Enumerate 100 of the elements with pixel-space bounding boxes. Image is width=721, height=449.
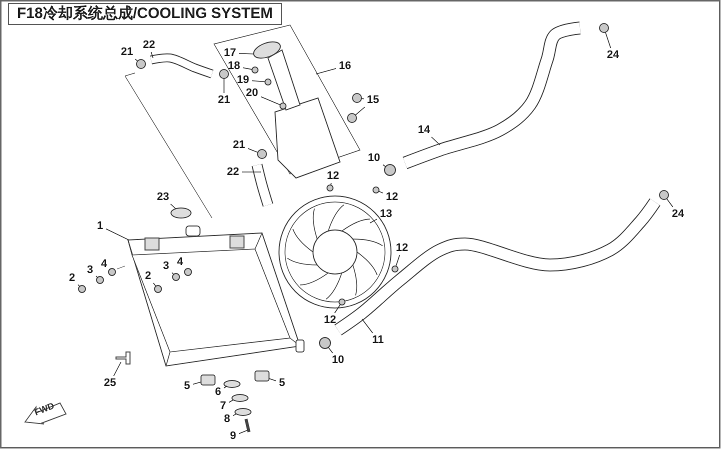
bolt: [326, 184, 334, 192]
hose-clamp: [136, 59, 146, 69]
callout-number: 19: [235, 74, 251, 86]
callout-number: 24: [670, 208, 686, 220]
callout-number: 3: [161, 260, 171, 272]
leader-line: [224, 386, 228, 388]
direction-label: FWD: [32, 400, 56, 418]
leader-line: [328, 346, 334, 354]
hose-clamp: [659, 190, 669, 200]
bolt: [338, 298, 346, 306]
rubber-mount: [254, 370, 270, 382]
title: F18冷却系统总成/COOLING SYSTEM: [8, 3, 282, 25]
leader-line: [134, 58, 138, 62]
callout-number: 23: [155, 191, 171, 203]
leader-line: [96, 276, 98, 278]
leader-line: [268, 378, 276, 382]
bolt-drawing: [244, 418, 250, 432]
washer: [232, 394, 248, 402]
hose-drawing: [402, 22, 581, 170]
leader-line: [396, 254, 400, 267]
hose-drawing: [252, 164, 274, 207]
leader-line: [150, 52, 154, 58]
leader-line: [666, 198, 674, 208]
callout-number: 11: [370, 334, 386, 346]
leader-line: [238, 52, 254, 54]
leader-line: [238, 430, 248, 434]
callout-number: 12: [384, 191, 400, 203]
callout-number: 22: [225, 166, 241, 178]
bolt: [372, 186, 380, 194]
callout-number: 15: [365, 94, 381, 106]
leader-line: [106, 228, 130, 240]
hose-clamp: [384, 164, 396, 176]
callout-number: 9: [228, 430, 238, 442]
rubber-grommet: [108, 268, 116, 276]
callout-number: 21: [119, 46, 135, 58]
callout-number: 5: [277, 377, 287, 389]
callout-number: 16: [337, 60, 353, 72]
leader-line: [248, 148, 258, 153]
bolt: [78, 285, 86, 293]
leader-line: [172, 272, 174, 275]
leader-line: [330, 182, 332, 186]
callout-number: 2: [143, 270, 153, 282]
leader-line: [260, 96, 281, 106]
bolt: [347, 113, 357, 123]
callout-number: 20: [244, 87, 260, 99]
hose-drawing: [334, 198, 660, 336]
washer: [96, 276, 104, 284]
callout-number: 10: [330, 354, 346, 366]
callout-number: 4: [99, 258, 109, 270]
rubber-mount: [200, 374, 216, 386]
bolt: [352, 93, 362, 103]
leader-line: [355, 106, 366, 116]
leader-line: [113, 362, 122, 376]
hose-clamp: [599, 23, 609, 33]
leader-line: [382, 164, 386, 168]
washer: [234, 408, 252, 416]
callout-number: 12: [325, 170, 341, 182]
leader-line: [228, 400, 234, 403]
radiator-drawing: [127, 226, 304, 367]
callout-number: 12: [322, 314, 338, 326]
callout-number: 22: [141, 39, 157, 51]
leader-line: [252, 80, 266, 82]
leader-line: [170, 204, 176, 210]
leader-line: [362, 318, 374, 334]
callout-number: 5: [182, 380, 192, 392]
washer: [224, 380, 240, 388]
callout-number: 4: [175, 256, 185, 268]
callout-number: 7: [218, 400, 228, 412]
leader-line: [431, 136, 440, 146]
callout-number: 14: [416, 124, 432, 136]
callout-number: 10: [366, 152, 382, 164]
callout-number: 12: [394, 242, 410, 254]
callout-number: 21: [231, 139, 247, 151]
callout-number: 8: [222, 413, 232, 425]
hose-clamp: [319, 337, 331, 349]
leader-line: [361, 98, 364, 100]
reservoir-drawing: [213, 24, 361, 179]
hose-clamp: [219, 69, 229, 79]
leader-line: [192, 382, 202, 385]
leader-line: [78, 284, 80, 287]
bolt-drawing: [116, 352, 130, 364]
cap-drawing: [170, 208, 192, 218]
callout-number: 17: [222, 47, 238, 59]
leader-line: [334, 304, 341, 314]
leader-line: [242, 67, 252, 70]
hose-clamp: [257, 149, 267, 159]
leader-line: [378, 190, 384, 194]
leader-line: [316, 68, 336, 74]
leader-line: [605, 32, 612, 48]
callout-number: 2: [67, 272, 77, 284]
callout-number: 13: [378, 208, 394, 220]
callout-number: 25: [102, 377, 118, 389]
leader-line: [370, 218, 378, 224]
callout-number: 21: [216, 94, 232, 106]
leader-line: [152, 282, 156, 287]
callout-number: 1: [95, 220, 105, 232]
callout-number: 24: [605, 49, 621, 61]
leader-line: [232, 414, 236, 416]
callout-number: 6: [213, 386, 223, 398]
hose-drawing: [150, 53, 214, 78]
